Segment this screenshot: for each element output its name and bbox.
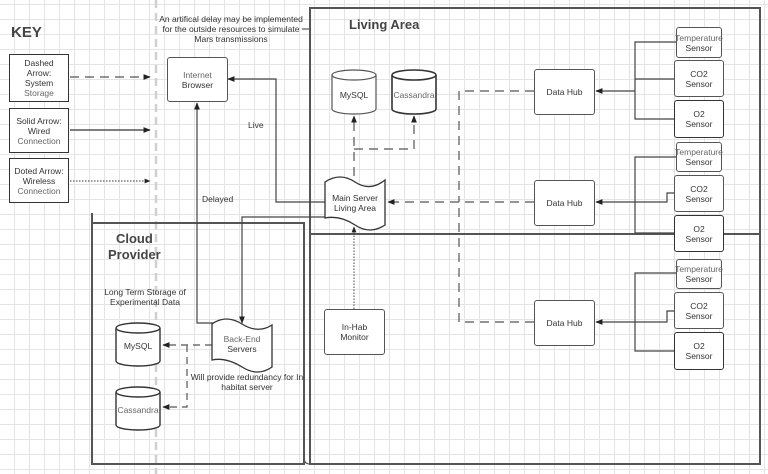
living-area-title: Living Area xyxy=(349,17,420,32)
node-label: Temperature xyxy=(675,147,723,157)
key-label: Connection xyxy=(17,185,61,196)
cloud-title-line: Cloud xyxy=(115,231,153,246)
backend-to-cassandra-connection xyxy=(162,345,188,410)
node-label: CO2 xyxy=(690,183,708,194)
cloud-title-line: Provider xyxy=(108,247,161,262)
node-label: Sensor xyxy=(685,310,713,321)
key-label: Solid Arrow: xyxy=(16,115,62,126)
cloud-provider-title: Cloud Provider xyxy=(108,231,161,263)
key-solid-item: Solid Arrow: Wired Connection xyxy=(9,108,69,153)
o2-sensor[interactable]: O2 Sensor xyxy=(674,100,724,138)
delay-note-line: An artifical delay may be implemented xyxy=(159,14,303,24)
living-area-container xyxy=(309,7,761,235)
note-line: Will provide redundancy for In xyxy=(190,372,304,382)
node-label: Main Server xyxy=(332,193,378,203)
delay-note-line: for the outside resources to simulate xyxy=(162,24,300,34)
node-label: Sensor xyxy=(685,274,713,284)
node-label: Internet xyxy=(183,69,212,80)
node-label: Sensor xyxy=(685,119,713,129)
server-to-backend-connection xyxy=(239,216,325,324)
key-title: KEY xyxy=(11,24,42,41)
cloud-cassandra-label: Cassandra xyxy=(117,405,159,415)
node-label: Monitor xyxy=(340,332,369,342)
node-label: Back-End xyxy=(223,334,261,344)
main-server-shape[interactable] xyxy=(324,176,386,231)
hub3-to-server-connection xyxy=(458,202,534,323)
data-hub-1[interactable]: Data Hub xyxy=(534,69,595,115)
temperature-sensor[interactable]: Temperature Sensor xyxy=(675,259,723,289)
hub2-sensor-wiring xyxy=(595,156,676,234)
live-label: Live xyxy=(248,120,264,130)
node-label: Sensor xyxy=(685,193,713,204)
o2-sensor[interactable]: O2 Sensor xyxy=(674,215,724,252)
main-server-label: Main Server Living Area xyxy=(325,193,385,213)
key-label: Arrow: xyxy=(26,68,52,78)
cloud-cassandra-database[interactable] xyxy=(115,386,161,431)
living-mysql-database[interactable] xyxy=(331,69,377,115)
key-label: Wired xyxy=(27,125,51,136)
temperature-sensor[interactable]: Temperature Sensor xyxy=(675,27,723,58)
node-label: In-Hab xyxy=(341,322,368,332)
node-label: Data Hub xyxy=(546,87,583,97)
data-hub-3[interactable]: Data Hub xyxy=(534,300,595,346)
key-label: Wireless xyxy=(22,175,56,186)
node-label: Temperature xyxy=(675,264,723,274)
backend-servers-label: Back-End Servers xyxy=(212,334,272,354)
key-label: Dashed xyxy=(24,58,54,68)
container-join xyxy=(303,457,311,465)
node-label: Sensor xyxy=(685,233,713,244)
temperature-sensor[interactable]: Temperature Sensor xyxy=(675,142,723,172)
cloud-provider-container xyxy=(91,213,305,465)
note-line: habitat server xyxy=(221,382,273,392)
node-label: Data Hub xyxy=(546,318,583,328)
node-label: O2 xyxy=(693,223,705,234)
co2-sensor[interactable]: CO2 Sensor xyxy=(674,175,724,212)
delayed-label: Delayed xyxy=(202,194,234,204)
key-label: Connection xyxy=(17,135,61,146)
delay-note: An artifical delay may be implemented fo… xyxy=(156,14,306,44)
node-label: CO2 xyxy=(690,300,708,311)
hub1-sensor-wiring xyxy=(595,41,676,120)
live-connection xyxy=(227,76,325,203)
cloud-mysql-label: MySQL xyxy=(123,341,153,351)
node-label: Browser xyxy=(181,79,214,90)
o2-sensor[interactable]: O2 Sensor xyxy=(674,332,724,370)
living-mysql-label: MySQL xyxy=(339,90,369,100)
key-label: Storage xyxy=(24,88,54,98)
node-label: O2 xyxy=(693,109,705,119)
node-label: Living Area xyxy=(333,203,377,213)
delay-note-line: Mars transmissions xyxy=(194,34,268,44)
in-hab-monitor-node[interactable]: In-Hab Monitor xyxy=(324,309,385,355)
data-hub-2[interactable]: Data Hub xyxy=(534,180,595,226)
node-label: Sensor xyxy=(685,351,713,361)
node-label: O2 xyxy=(693,341,705,351)
co2-sensor[interactable]: CO2 Sensor xyxy=(674,60,724,97)
delayed-connection xyxy=(194,102,218,324)
node-label: Temperature xyxy=(675,32,723,43)
backend-servers-shape[interactable] xyxy=(211,318,273,373)
cloud-mysql-database[interactable] xyxy=(115,322,161,367)
hub1-to-server-connection xyxy=(458,90,534,202)
living-cassandra-label: Cassandra xyxy=(393,90,435,100)
key-dotted-item: Doted Arrow: Wireless Connection xyxy=(9,158,69,203)
redundancy-note: Will provide redundancy for In habitat s… xyxy=(190,372,304,392)
long-term-storage-note: Long Term Storage of Experimental Data xyxy=(100,287,190,307)
co2-sensor[interactable]: CO2 Sensor xyxy=(674,292,724,329)
node-label: Sensor xyxy=(685,78,713,89)
node-label: Servers xyxy=(227,344,257,354)
node-label: Sensor xyxy=(685,157,713,167)
node-label: Data Hub xyxy=(546,198,583,208)
key-label: Doted Arrow: xyxy=(14,165,64,176)
key-label: System xyxy=(24,78,54,88)
internet-browser-node[interactable]: Internet Browser xyxy=(167,57,228,102)
living-cassandra-database[interactable] xyxy=(391,69,437,115)
node-label: CO2 xyxy=(690,68,708,79)
server-to-cassandra-connection xyxy=(354,115,417,150)
node-label: Sensor xyxy=(685,42,713,53)
note-line: Long Term Storage of xyxy=(104,287,186,297)
hub3-sensor-wiring xyxy=(595,272,676,352)
living-area-container-lower xyxy=(309,234,761,465)
key-dashed-item: Dashed Arrow: System Storage xyxy=(9,54,69,102)
note-line: Experimental Data xyxy=(110,297,180,307)
